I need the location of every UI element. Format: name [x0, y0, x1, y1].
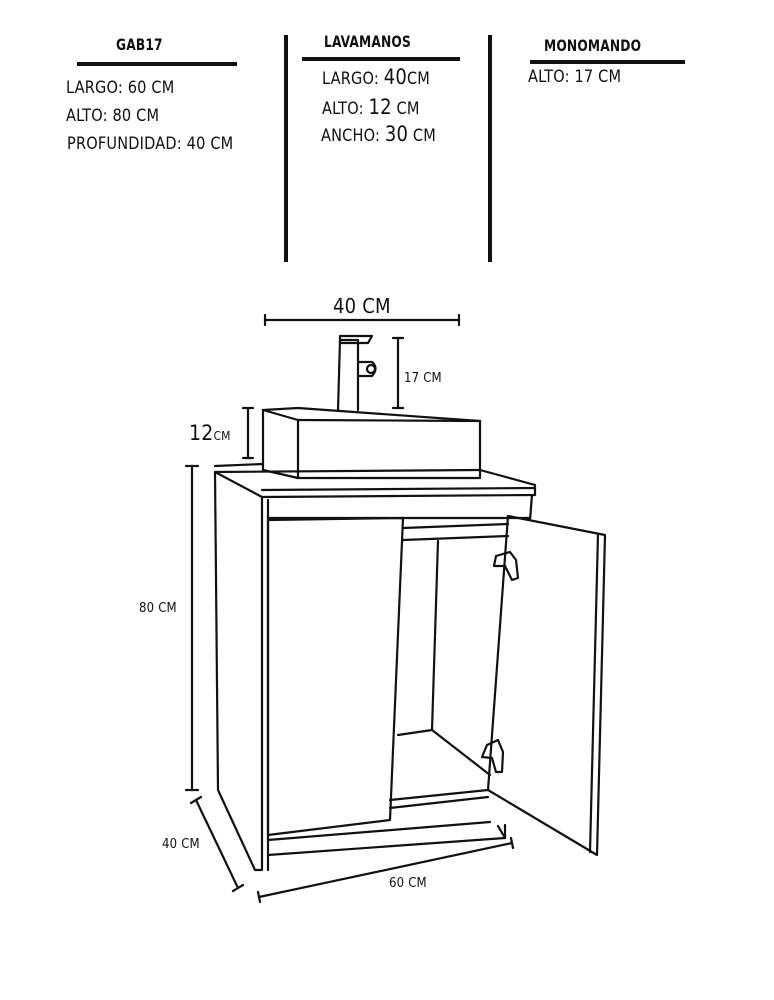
right-door[interactable] [486, 514, 607, 857]
countertop [213, 462, 537, 499]
sink-width-dimension [263, 313, 461, 327]
cabinet-width-dimension [256, 836, 515, 904]
cabinet-depth-label: 40 CM [162, 837, 200, 852]
sink-width: ANCHO: 30 CM [321, 122, 436, 146]
basin [261, 406, 482, 480]
sink-length: LARGO: 40CM [322, 65, 431, 89]
faucet-height: ALTO: 17 CM [528, 67, 622, 87]
cabinet-title: GAB17 [116, 35, 163, 54]
sink-height-label: 12CM [189, 421, 231, 445]
cabinet-height: ALTO: 80 CM [66, 106, 160, 126]
cabinet-interior [388, 539, 492, 810]
faucet-title-underline [530, 60, 685, 64]
cabinet-depth: PROFUNDIDAD: 40 CM [67, 134, 234, 154]
sink-width-label: 40 CM [333, 294, 391, 318]
column-divider [284, 35, 288, 262]
cabinet-depth-dimension [189, 795, 245, 893]
faucet-height-dimension [391, 336, 405, 410]
sink-title: LAVAMANOS [324, 32, 411, 51]
left-door[interactable] [266, 516, 405, 837]
faucet [336, 334, 377, 412]
cabinet-title-underline [77, 62, 237, 66]
faucet-height-label: 17 CM [404, 371, 442, 386]
faucet-title: MONOMANDO [544, 36, 642, 55]
hinge-icon [480, 550, 520, 774]
sink-height: ALTO: 12 CM [322, 95, 420, 119]
cabinet-length: LARGO: 60 CM [66, 78, 175, 98]
sink-title-underline [302, 57, 460, 61]
column-divider [488, 35, 492, 262]
cabinet-height-dimension [184, 464, 200, 792]
cabinet-height-label: 80 CM [139, 601, 177, 616]
cabinet-width-label: 60 CM [389, 876, 427, 891]
cabinet-body [213, 470, 534, 872]
sink-height-dimension [241, 406, 255, 460]
